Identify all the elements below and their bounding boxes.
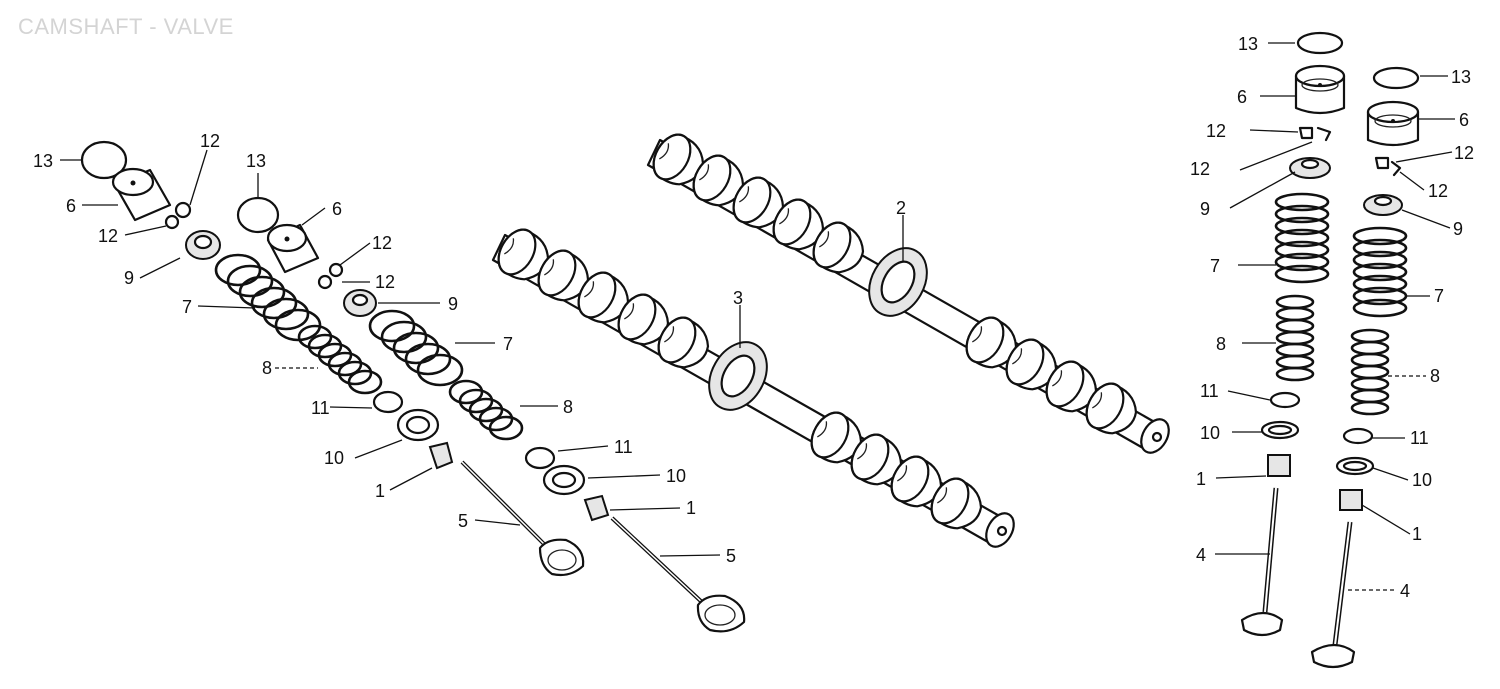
callout-7-rr: 7 [1434,286,1444,306]
callout-4-rr: 4 [1400,581,1410,601]
callout-12-lr-b: 12 [375,272,395,292]
callout-12-rr-a: 12 [1454,143,1474,163]
callout-6-ll: 6 [66,196,76,216]
callout-3: 3 [733,288,743,308]
callout-2: 2 [896,198,906,218]
seat-10-ll [396,408,440,442]
callout-12-ll-top: 12 [200,131,220,151]
page-title: CAMSHAFT - VALVE [18,14,234,39]
spring-8-lr [448,379,524,441]
seat-10-lr [542,464,586,496]
callout-6-rl: 6 [1237,87,1247,107]
callout-labels: 13 12 6 12 9 7 8 11 10 1 5 13 6 12 12 9 … [33,34,1474,601]
spring-8-rr [1350,328,1390,416]
tappet-6-rl [1294,64,1346,115]
callout-12-rl-a: 12 [1206,121,1226,141]
valve-5-ll [460,460,585,577]
seat-10-rr [1335,456,1375,476]
retainer-9-rr [1363,194,1403,216]
valve-4-rr [1310,521,1356,669]
leader-lines [60,42,1455,591]
callout-9-rr: 9 [1453,219,1463,239]
cotter-12-rl [1298,126,1332,142]
callout-8-lr: 8 [563,397,573,417]
valve-5-lr [610,516,746,633]
seal-1-lr [583,494,610,522]
cotter-12-lr [317,262,344,290]
shim-13-lr [236,196,280,234]
retainer-9-rl [1289,157,1331,179]
callout-12-lr-a: 12 [372,233,392,253]
callout-9-ll: 9 [124,268,134,288]
callout-1-ll: 1 [375,481,385,501]
tappet-6-ll [111,167,172,222]
seat-11-lr [524,446,556,470]
seat-11-ll [372,390,404,414]
callout-11-rl: 11 [1200,381,1219,401]
callout-5-lr: 5 [726,546,736,566]
spring-8-ll [297,324,383,395]
retainer-9-ll [185,230,221,260]
callout-8-ll: 8 [262,358,272,378]
callout-1-rr: 1 [1412,524,1422,544]
valve-assembly-right-b [1310,66,1420,669]
cotter-12-rr [1374,156,1402,177]
camshaft-3 [490,222,1015,548]
seat-10-rl [1260,420,1300,440]
callout-1-lr: 1 [686,498,696,518]
callout-10-rr: 10 [1412,470,1432,490]
spring-7-lr [368,309,464,387]
callout-12-ll: 12 [98,226,118,246]
callout-10-ll: 10 [324,448,344,468]
retainer-9-lr [343,289,377,317]
spring-7-ll [214,253,322,342]
callout-1-rl: 1 [1196,469,1206,489]
tappet-6-rr [1366,100,1420,147]
callout-13-ll: 13 [33,151,53,171]
callout-6-lr: 6 [332,199,342,219]
callout-13-lr: 13 [246,151,266,171]
seal-1-ll [428,441,454,470]
callout-13-rl: 13 [1238,34,1258,54]
callout-7-rl: 7 [1210,256,1220,276]
seal-1-rl [1267,454,1291,477]
spring-8-rl [1275,294,1315,382]
valve-4-rl [1240,487,1284,637]
shim-13-rl [1296,31,1344,55]
callout-10-rl: 10 [1200,423,1220,443]
callout-8-rr: 8 [1430,366,1440,386]
callout-8-rl: 8 [1216,334,1226,354]
callout-12-rr-b: 12 [1428,181,1448,201]
callout-5-ll: 5 [458,511,468,531]
callout-9-lr: 9 [448,294,458,314]
callout-4-rl: 4 [1196,545,1206,565]
shim-13-rr [1372,66,1420,90]
callout-13-rr: 13 [1451,67,1471,87]
callout-6-rr: 6 [1459,110,1469,130]
callout-11-lr: 11 [614,437,633,457]
camshaft-2 [645,127,1170,454]
seat-11-rl [1269,391,1301,409]
valve-assembly-right-a [1240,31,1346,637]
seat-11-rr [1342,427,1374,445]
spring-7-rr [1352,226,1408,318]
valve-assembly-left-front [236,196,746,633]
valve-assembly-left-back [80,140,585,577]
callout-7-ll: 7 [182,297,192,317]
cotter-12-ll [164,201,192,230]
callout-7-lr: 7 [503,334,513,354]
seal-1-rr [1339,489,1363,511]
callout-9-rl: 9 [1200,199,1210,219]
callout-11-rr: 11 [1410,428,1429,448]
callout-10-lr: 10 [666,466,686,486]
callout-12-rl-b: 12 [1190,159,1210,179]
callout-11-ll: 11 [311,398,330,418]
spring-7-rl [1274,192,1330,284]
tappet-6-lr [266,223,320,274]
